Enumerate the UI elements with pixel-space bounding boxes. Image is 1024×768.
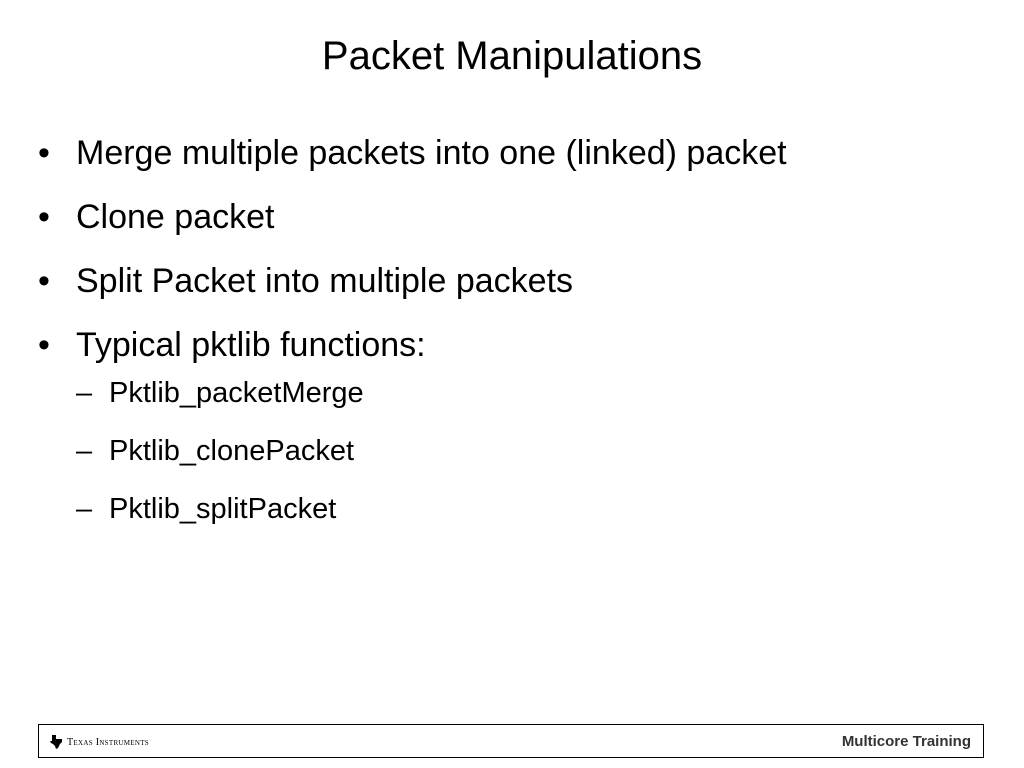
texas-state-icon bbox=[50, 735, 62, 749]
logo-text: Texas Instruments bbox=[67, 736, 149, 748]
sub-bullet-item: – Pktlib_clonePacket bbox=[76, 430, 936, 472]
sub-bullet-symbol: – bbox=[76, 493, 93, 525]
bullet-list: • Merge multiple packets into one (linke… bbox=[36, 128, 936, 546]
bullet-item: • Clone packet bbox=[36, 192, 936, 242]
bullet-symbol: • bbox=[38, 326, 50, 364]
bullet-text: Merge multiple packets into one (linked)… bbox=[76, 134, 787, 172]
bullet-text: Clone packet bbox=[76, 198, 275, 236]
sub-bullet-item: – Pktlib_packetMerge bbox=[76, 372, 936, 414]
slide-title: Packet Manipulations bbox=[321, 34, 703, 78]
bullet-symbol: • bbox=[38, 198, 50, 236]
sub-bullet-symbol: – bbox=[76, 377, 93, 409]
sub-bullet-item: – Pktlib_splitPacket bbox=[76, 488, 936, 530]
bullet-symbol: • bbox=[38, 262, 50, 300]
bullet-item: • Typical pktlib functions: – Pktlib_pac… bbox=[36, 320, 936, 530]
sub-bullet-text: Pktlib_clonePacket bbox=[109, 435, 355, 467]
bullet-symbol: • bbox=[38, 134, 50, 172]
bullet-item: • Merge multiple packets into one (linke… bbox=[36, 128, 936, 178]
texas-instruments-logo: Texas Instruments bbox=[49, 733, 149, 751]
sub-bullet-text: Pktlib_packetMerge bbox=[109, 377, 364, 409]
footer-course-label: Multicore Training bbox=[841, 733, 971, 750]
sub-bullet-list: – Pktlib_packetMerge – Pktlib_clonePacke… bbox=[76, 372, 936, 530]
footer-bar: Texas Instruments Multicore Training bbox=[38, 724, 984, 758]
sub-bullet-text: Pktlib_splitPacket bbox=[109, 493, 337, 525]
bullet-item: • Split Packet into multiple packets bbox=[36, 256, 936, 306]
bullet-text: Split Packet into multiple packets bbox=[76, 262, 574, 300]
sub-bullet-symbol: – bbox=[76, 435, 93, 467]
bullet-text: Typical pktlib functions: bbox=[76, 326, 426, 364]
